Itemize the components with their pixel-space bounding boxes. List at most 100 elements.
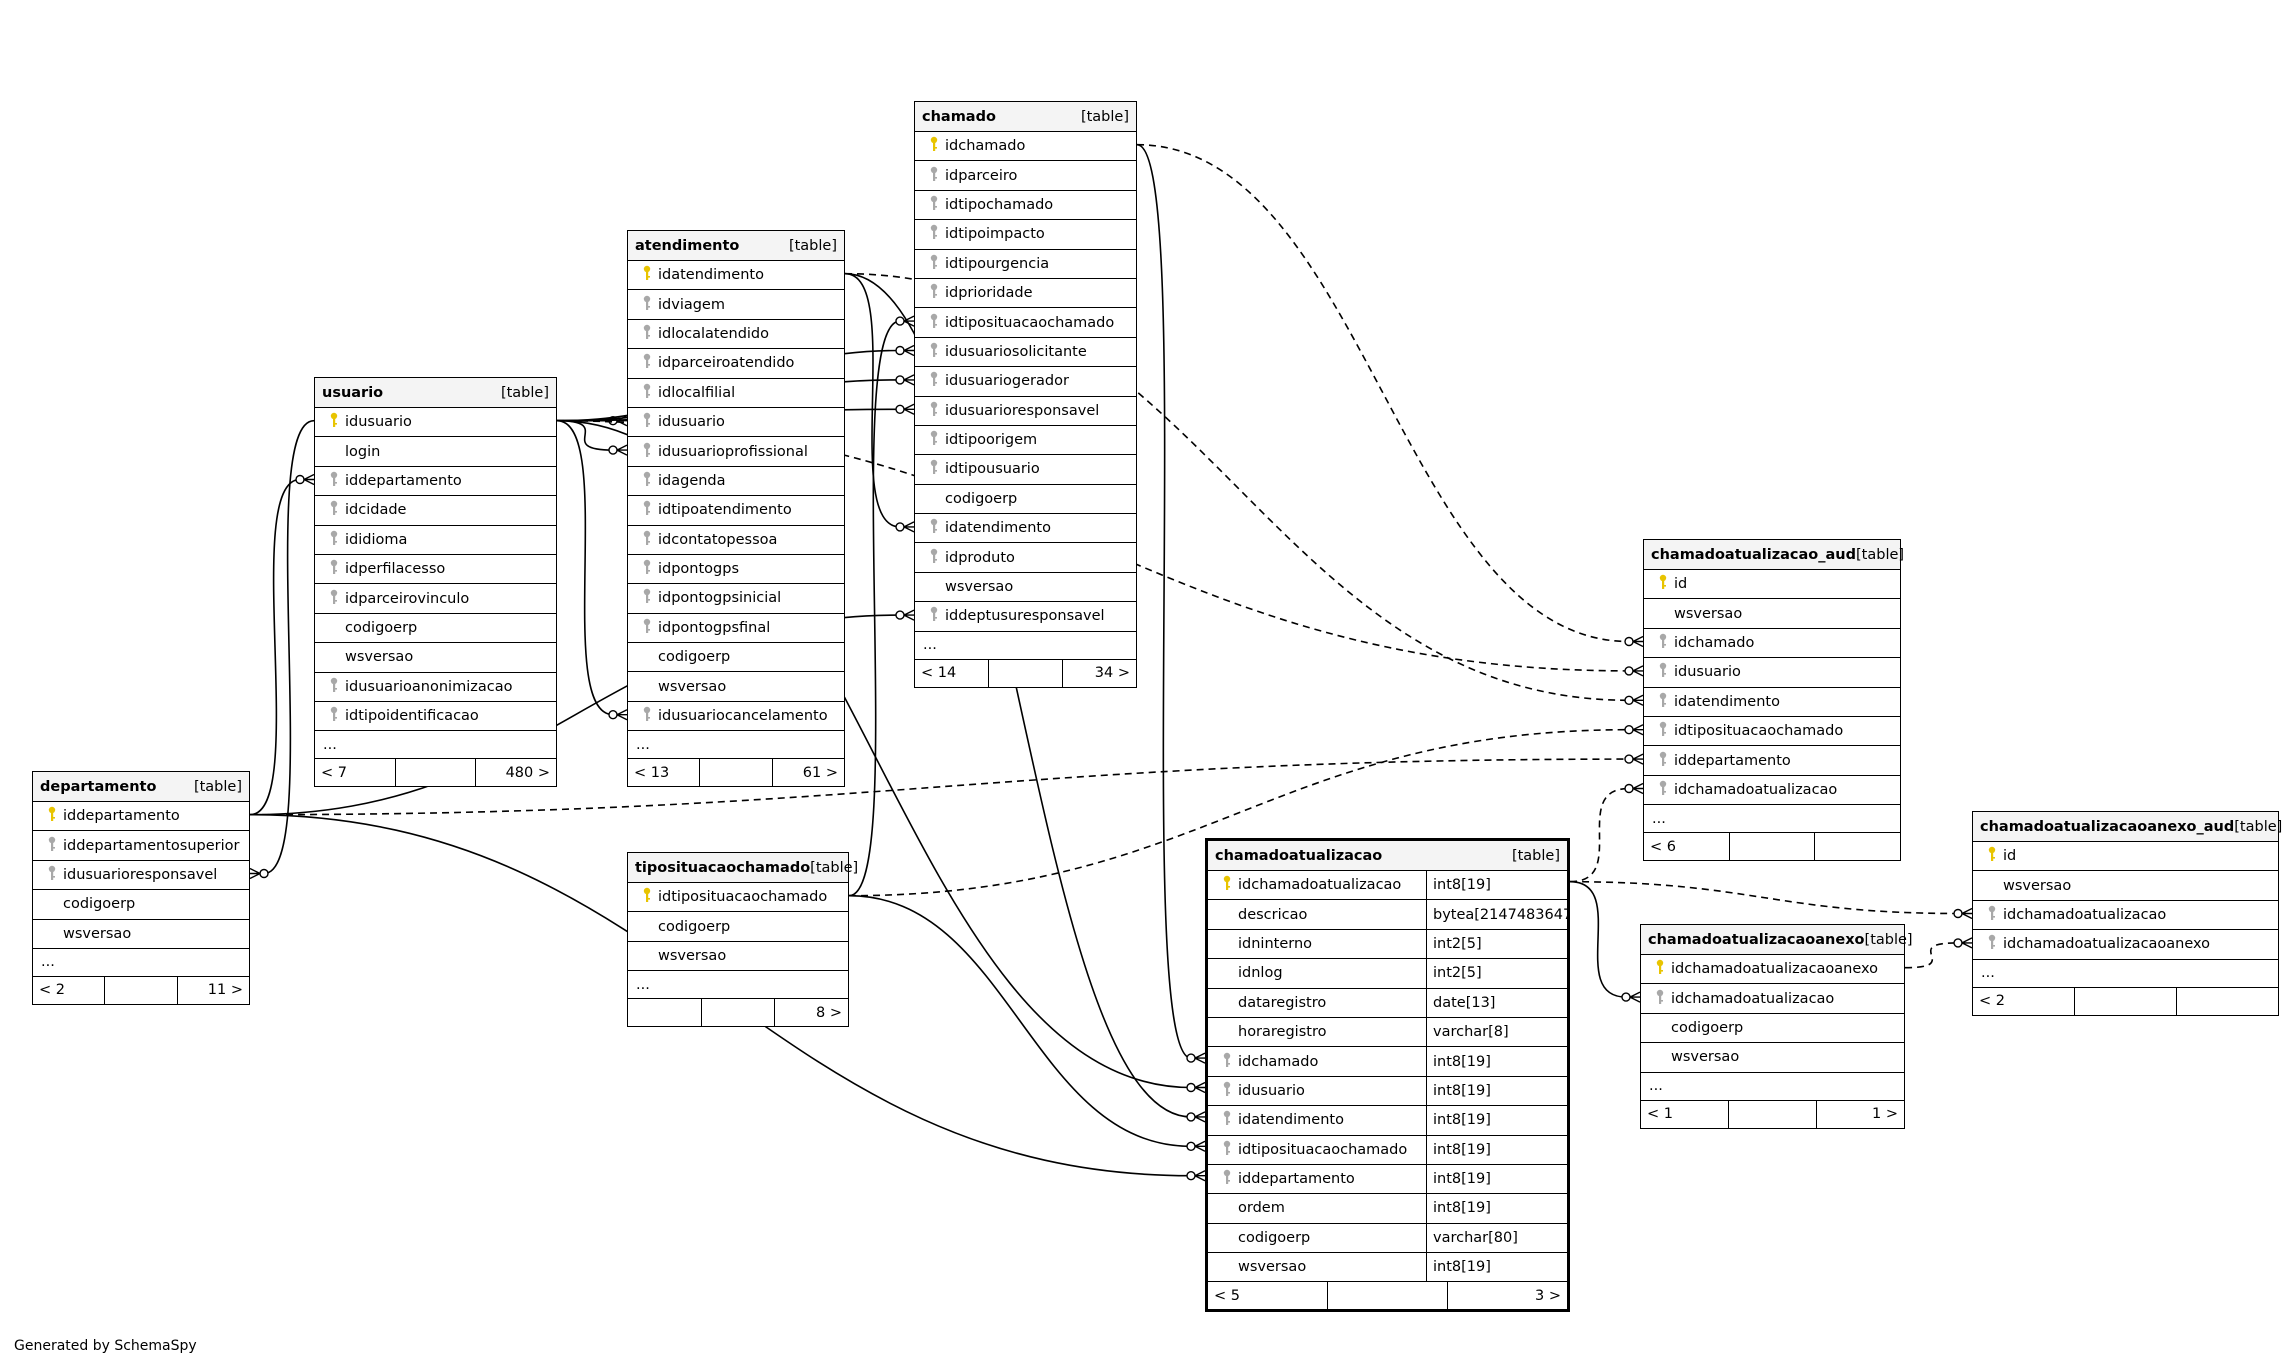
column-row[interactable]: idtipoorigem (915, 426, 1136, 456)
column-row[interactable]: login (315, 437, 556, 467)
column-row[interactable]: idperfilacesso (315, 555, 556, 585)
parents-count[interactable]: < 2 (1979, 993, 2005, 1010)
column-row[interactable]: idchamadoatualizacao (1973, 901, 2278, 931)
parents-count[interactable] (628, 999, 701, 1026)
column-row[interactable]: idusuarioanonimizacao (315, 673, 556, 702)
more-columns[interactable]: ... (628, 731, 844, 760)
rows-count[interactable]: 34 > (1062, 659, 1136, 687)
rows-count[interactable]: 61 > (771, 759, 844, 787)
column-row[interactable]: iddepartamentosuperior (33, 831, 249, 861)
table-header[interactable]: tiposituacaochamado[table] (628, 853, 858, 883)
column-row[interactable]: codigoerp (628, 912, 848, 942)
column-row[interactable]: idpontogpsinicial (628, 584, 844, 614)
column-row[interactable]: iddeptusuresponsavel (915, 602, 1136, 632)
column-row[interactable]: id (1973, 842, 2278, 872)
column-row[interactable]: idusuariogerador (915, 367, 1136, 397)
column-row[interactable]: idchamado (1644, 629, 1900, 659)
column-row[interactable]: codigoerp (33, 890, 249, 920)
parents-count[interactable]: < 1 (1647, 1106, 1673, 1123)
table-tiposituacaochamado[interactable]: tiposituacaochamado[table]idtiposituacao… (627, 852, 858, 1028)
column-row[interactable]: idproduto (915, 543, 1136, 573)
table-header[interactable]: chamado[table] (915, 102, 1136, 132)
column-row[interactable]: idusuarioresponsavel (33, 861, 249, 891)
column-row[interactable]: wsversao (33, 920, 249, 949)
column-row[interactable]: iddepartamento (1644, 746, 1900, 776)
column-row[interactable]: idtipousuario (915, 455, 1136, 485)
column-row[interactable]: idlocalfilial (628, 379, 844, 408)
parents-count[interactable]: < 13 (634, 764, 670, 781)
column-row[interactable]: idusuariocancelamento (628, 702, 844, 732)
more-columns[interactable]: ... (1644, 805, 1900, 834)
more-columns[interactable]: ... (33, 949, 249, 977)
column-row[interactable]: codigoerp (628, 643, 844, 673)
rows-count[interactable]: 3 > (1447, 1282, 1567, 1310)
table-header[interactable]: usuario[table] (315, 378, 556, 408)
column-row[interactable]: wsversao (915, 573, 1136, 603)
column-row[interactable]: codigoerp (915, 485, 1136, 515)
column-row[interactable]: idpontogps (628, 555, 844, 585)
column-row[interactable]: idatendimento (628, 261, 844, 291)
column-row[interactable]: wsversao (1641, 1043, 1904, 1073)
rows-count[interactable]: 11 > (176, 976, 249, 1004)
column-row[interactable]: ididioma (315, 526, 556, 555)
table-header[interactable]: departamento[table] (33, 772, 249, 802)
table-header[interactable]: atendimento[table] (628, 231, 844, 261)
more-columns[interactable]: ... (315, 731, 556, 760)
column-row[interactable]: iddepartamento (315, 467, 556, 497)
column-row[interactable]: idtipourgencia (915, 250, 1136, 279)
column-row[interactable]: idusuario (1644, 658, 1900, 688)
table-chamadoatualizacaoanexo[interactable]: chamadoatualizacaoanexo[table]idchamadoa… (1640, 924, 1913, 1129)
column-row[interactable]: idusuario (315, 408, 556, 438)
column-row[interactable]: idchamado (915, 132, 1136, 162)
parents-count[interactable]: < 5 (1214, 1287, 1240, 1304)
column-row[interactable]: idtiposituacaochamado (628, 883, 848, 913)
column-row[interactable]: idusuarioresponsavel (915, 397, 1136, 426)
column-row[interactable]: idusuariosolicitante (915, 338, 1136, 368)
column-row[interactable]: wsversao (1973, 871, 2278, 901)
more-columns[interactable]: ... (915, 632, 1136, 660)
table-header[interactable]: chamadoatualizacao_aud[table] (1644, 540, 1904, 570)
more-columns[interactable]: ... (1641, 1073, 1904, 1101)
parents-count[interactable]: < 6 (1650, 838, 1676, 855)
table-chamadoatualizacao[interactable]: chamadoatualizacao[table]idchamadoatuali… (1205, 838, 1570, 1313)
column-row[interactable]: idatendimento (1644, 688, 1900, 717)
column-row[interactable]: idchamadoatualizacao (1641, 984, 1904, 1014)
column-row[interactable]: id (1644, 570, 1900, 600)
column-row[interactable]: idtipochamado (915, 191, 1136, 221)
table-header[interactable]: chamadoatualizacaoanexo[table] (1641, 925, 1913, 955)
column-row[interactable]: idatendimento (915, 514, 1136, 544)
column-row[interactable]: iddepartamento (33, 802, 249, 832)
column-row[interactable]: codigoerp (1641, 1014, 1904, 1044)
column-row[interactable]: idlocalatendido (628, 320, 844, 350)
column-row[interactable]: wsversao (315, 643, 556, 673)
column-row[interactable]: wsversao (628, 672, 844, 702)
column-row[interactable]: idtipoidentificacao (315, 702, 556, 732)
parents-count[interactable]: < 14 (921, 665, 957, 682)
parents-count[interactable]: < 7 (321, 764, 347, 781)
column-row[interactable]: idchamadoatualizacaoanexo (1973, 930, 2278, 960)
column-row[interactable]: idchamadoatualizacaoanexo (1641, 955, 1904, 985)
column-row[interactable]: idtiposituacaochamado (1644, 717, 1900, 747)
column-row[interactable]: idcidade (315, 496, 556, 526)
column-row[interactable]: idtipoatendimento (628, 496, 844, 526)
column-row[interactable]: idtiposituacaochamado (915, 308, 1136, 338)
column-row[interactable]: idusuario (628, 408, 844, 438)
rows-count[interactable]: 480 > (475, 759, 556, 787)
column-row[interactable]: idusuarioprofissional (628, 437, 844, 467)
